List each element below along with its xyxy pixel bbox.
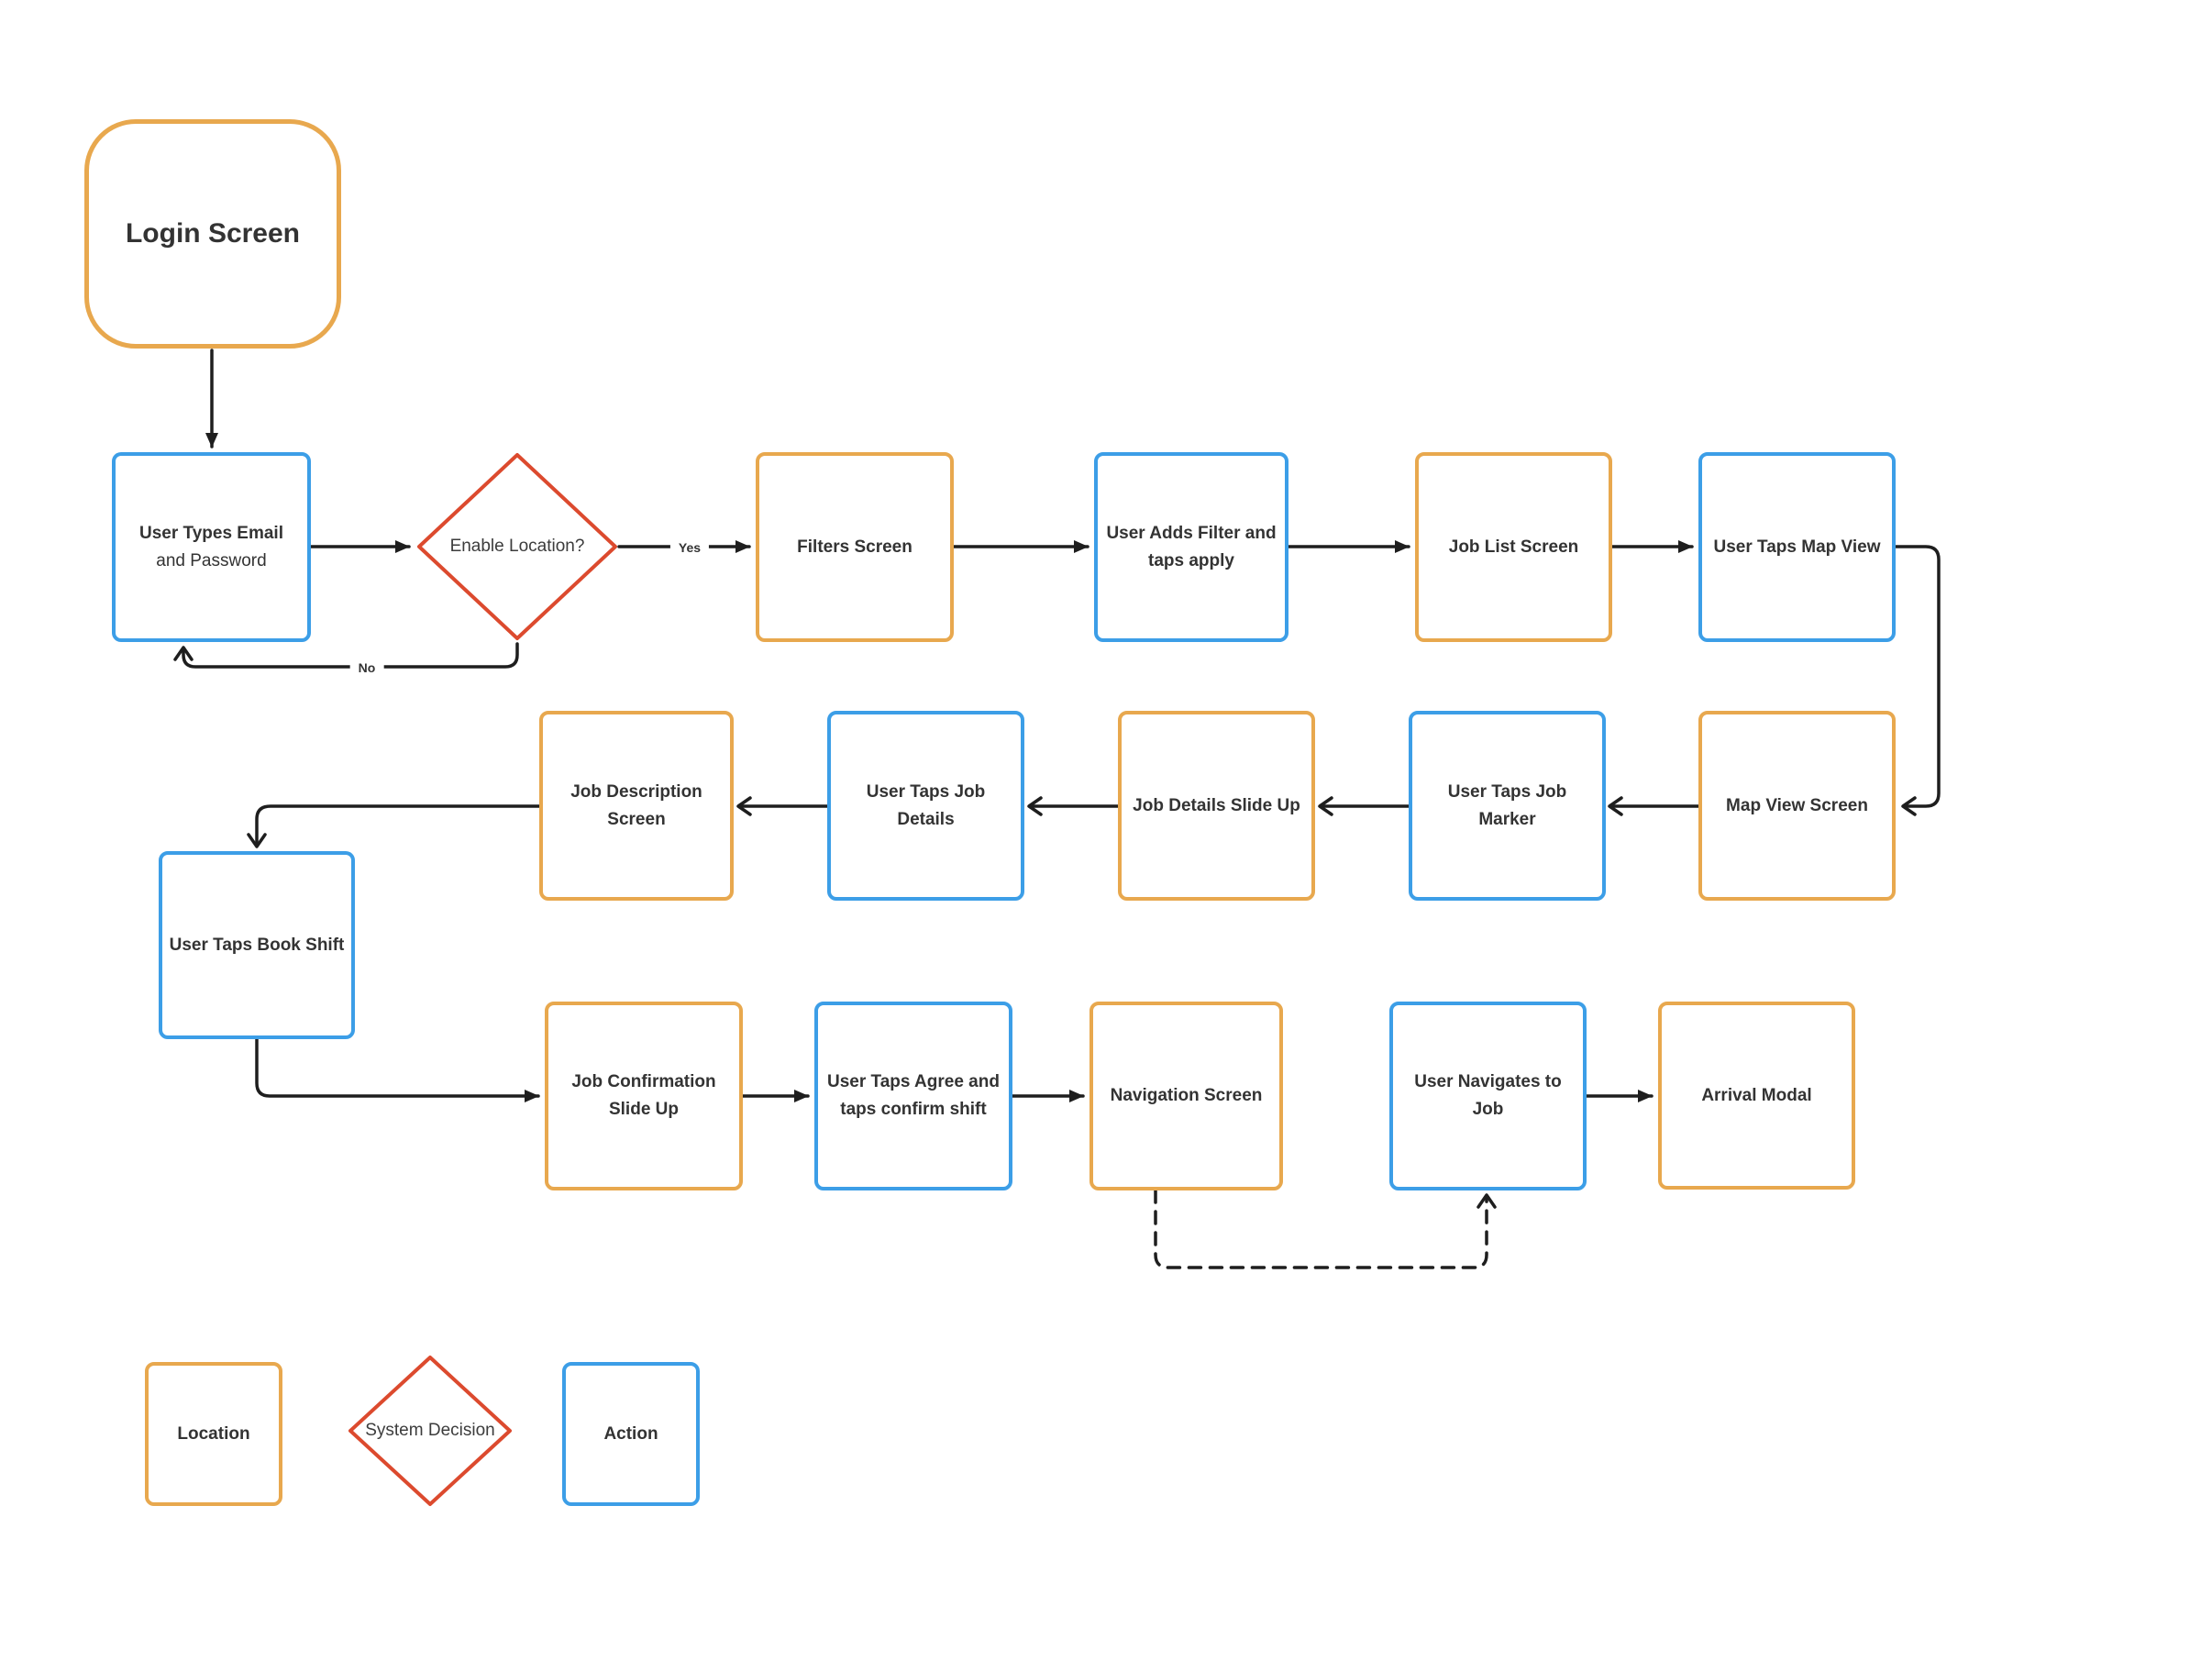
- node-label: User Taps Job Marker: [1448, 779, 1567, 834]
- node-label: Arrival Modal: [1701, 1082, 1811, 1110]
- node-label-line: User Navigates to: [1414, 1072, 1562, 1091]
- legend-action-shape[interactable]: Action: [562, 1362, 700, 1506]
- node-label-line: Job Confirmation: [571, 1072, 716, 1091]
- node-label-line: User Taps Job: [1447, 781, 1567, 802]
- edge-label-no: No: [349, 660, 384, 675]
- node-label: Map View Screen: [1726, 792, 1868, 820]
- node-label: Job Description Screen: [570, 779, 702, 834]
- node-label-line: User Taps Book Shift: [169, 935, 345, 955]
- node-label-line: Arrival Modal: [1701, 1085, 1812, 1105]
- legend-label: Location: [177, 1421, 249, 1448]
- legend-location-shape[interactable]: Location: [145, 1362, 282, 1506]
- node-user-taps-agree[interactable]: User Taps Agree and taps confirm shift: [814, 1002, 1012, 1190]
- node-label: User Taps Job Details: [867, 779, 986, 834]
- node-label-line: taps confirm shift: [840, 1100, 987, 1119]
- node-label-line: User Taps Map View: [1713, 537, 1881, 557]
- edge-user-taps-map-view-to-map-view-screen: [1894, 545, 1941, 816]
- node-label-line: Job Details Slide Up: [1133, 795, 1300, 815]
- node-label-line: User Adds Filter and: [1106, 523, 1277, 543]
- node-label-line: taps apply: [1148, 550, 1234, 570]
- node-label-line: Enable: [449, 537, 504, 556]
- node-map-view-screen[interactable]: Map View Screen: [1698, 711, 1896, 901]
- legend-label-line: System: [365, 1421, 424, 1440]
- node-label: Job Details Slide Up: [1133, 792, 1300, 820]
- node-label-line: Screen: [607, 809, 666, 829]
- node-job-description-screen[interactable]: Job Description Screen: [539, 711, 734, 901]
- node-label: User Navigates to Job: [1414, 1069, 1562, 1124]
- node-label-line: User Taps Job: [866, 781, 986, 802]
- node-label: User Taps Agree and taps confirm shift: [827, 1069, 1000, 1124]
- node-user-taps-job-marker[interactable]: User Taps Job Marker: [1409, 711, 1606, 901]
- node-label: Job Confirmation Slide Up: [571, 1069, 715, 1124]
- node-user-taps-book-shift[interactable]: User Taps Book Shift: [159, 851, 355, 1039]
- node-user-taps-map-view[interactable]: User Taps Map View: [1698, 452, 1896, 642]
- node-job-details-slide-up[interactable]: Job Details Slide Up: [1118, 711, 1315, 901]
- node-label: Job List Screen: [1449, 534, 1579, 561]
- node-label-line: Job List Screen: [1448, 537, 1579, 557]
- node-label: User Taps Book Shift: [170, 932, 345, 959]
- node-label-line: Navigation Screen: [1110, 1086, 1263, 1105]
- legend-label-line: Decision: [427, 1421, 495, 1440]
- node-label-line: Filters Screen: [797, 537, 912, 557]
- node-user-navigates-to-job[interactable]: User Navigates to Job: [1389, 1002, 1587, 1190]
- edge-navigation-screen-to-user-navigates-dashed: [1154, 1189, 1497, 1269]
- node-label: Login Screen: [126, 220, 300, 248]
- node-label: User Types Email and Password: [139, 520, 283, 575]
- node-label-line: User Taps Agree and: [827, 1072, 1000, 1091]
- node-label: User Adds Filter and taps apply: [1106, 520, 1276, 575]
- edge-user-taps-book-shift-to-job-confirmation: [255, 1037, 540, 1102]
- node-navigation-screen[interactable]: Navigation Screen: [1089, 1002, 1283, 1190]
- node-label-line: User Types Email: [138, 523, 283, 543]
- legend-label-line: Location: [177, 1423, 250, 1444]
- node-job-confirmation-slide-up[interactable]: Job Confirmation Slide Up: [545, 1002, 743, 1190]
- node-label-line: Location?: [509, 537, 585, 556]
- node-label-line: Slide Up: [608, 1100, 679, 1119]
- legend-label: Action: [603, 1421, 658, 1448]
- node-job-list-screen[interactable]: Job List Screen: [1415, 452, 1612, 642]
- legend-system-decision-shape[interactable]: System Decision: [347, 1354, 514, 1508]
- node-label-line: Job: [1472, 1100, 1504, 1119]
- node-label-line: Map View Screen: [1726, 795, 1868, 815]
- legend-label: System Decision: [365, 1417, 495, 1445]
- node-label-line: Marker: [1478, 809, 1536, 829]
- node-user-adds-filter[interactable]: User Adds Filter and taps apply: [1094, 452, 1288, 642]
- node-enable-location-decision[interactable]: Enable Location?: [415, 451, 619, 642]
- node-label-line: Login Screen: [125, 218, 301, 249]
- decision-diamond-shape: [348, 1356, 512, 1506]
- node-label: Navigation Screen: [1111, 1082, 1263, 1110]
- legend-label-line: Action: [603, 1423, 658, 1444]
- node-filters-screen[interactable]: Filters Screen: [756, 452, 954, 642]
- node-label: User Taps Map View: [1714, 534, 1881, 561]
- node-login-screen[interactable]: Login Screen: [84, 119, 341, 349]
- edge-label-yes: Yes: [669, 540, 710, 555]
- node-label: Enable Location?: [450, 533, 585, 560]
- node-label-line: and Password: [156, 550, 267, 570]
- node-user-types-email[interactable]: User Types Email and Password: [112, 452, 311, 642]
- node-arrival-modal[interactable]: Arrival Modal: [1658, 1002, 1855, 1190]
- node-label-line: Job Description: [570, 781, 702, 802]
- node-user-taps-job-details[interactable]: User Taps Job Details: [827, 711, 1024, 901]
- node-label-line: Details: [897, 809, 955, 829]
- node-label: Filters Screen: [797, 534, 912, 561]
- decision-diamond-shape: [417, 453, 617, 640]
- edge-job-description-to-user-taps-book-shift: [247, 804, 541, 848]
